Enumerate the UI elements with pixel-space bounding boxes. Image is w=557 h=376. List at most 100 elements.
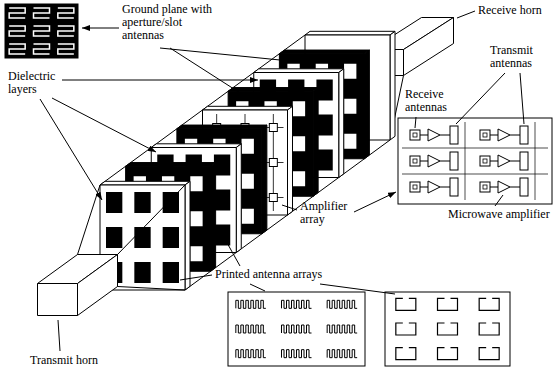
callout-label: Receive antennas xyxy=(405,88,460,114)
layer-slab-side xyxy=(262,125,267,234)
signal-line xyxy=(510,135,520,136)
layer-slab-side xyxy=(211,163,216,272)
patch-antenna xyxy=(479,323,499,335)
slot-antenna xyxy=(34,26,50,36)
patch-antenna xyxy=(316,150,332,171)
transmit-waveguide-face xyxy=(38,284,78,316)
leader-line xyxy=(456,73,505,124)
meander-antenna xyxy=(282,300,312,308)
signal-line xyxy=(420,187,428,188)
meander-antenna xyxy=(282,325,312,333)
aperture-slot xyxy=(190,176,202,191)
bias-line xyxy=(402,148,548,149)
meander-array-inset xyxy=(228,292,365,366)
transmit-antenna xyxy=(520,126,528,144)
receive-antenna xyxy=(483,133,487,137)
callout-label: Transmit horn xyxy=(30,354,98,367)
meander-antenna xyxy=(236,325,266,333)
meander-antenna xyxy=(236,350,266,358)
patch-antenna xyxy=(396,348,416,360)
leader-line xyxy=(415,117,416,128)
bias-line xyxy=(535,122,536,200)
amplifier-symbol xyxy=(428,181,440,193)
layer-slab-side xyxy=(313,88,318,197)
meander-antenna xyxy=(327,350,357,358)
aperture-slot xyxy=(242,209,254,224)
patch-array-inset xyxy=(385,292,510,366)
horn-edge xyxy=(118,287,186,291)
layer-slab-side xyxy=(236,144,241,253)
leader-line xyxy=(180,275,212,280)
slot-antenna xyxy=(58,8,74,18)
layer-slab-top xyxy=(100,181,190,185)
illustration-group xyxy=(5,4,552,366)
transmit-antenna xyxy=(520,178,528,196)
patch-antenna xyxy=(214,190,230,211)
signal-line xyxy=(510,187,520,188)
patch-antenna xyxy=(438,298,458,310)
aperture-slot xyxy=(190,246,202,261)
layer-slab-top xyxy=(279,50,369,54)
callout-label: Microwave amplifier xyxy=(448,208,550,221)
amplifier-array-inset xyxy=(398,118,552,204)
callout-label: Ground plane with aperture/slot antennas xyxy=(122,3,222,42)
leader-line xyxy=(62,80,258,81)
receive-antenna xyxy=(480,156,490,166)
meander-antenna xyxy=(282,350,312,358)
horn-edge xyxy=(118,185,186,255)
callout-label: Amplifier array xyxy=(300,200,356,226)
aperture-slot xyxy=(344,134,356,149)
signal-line xyxy=(490,135,498,136)
receive-antenna xyxy=(480,182,490,192)
transmit-antenna xyxy=(450,178,458,196)
receive-antenna xyxy=(410,182,420,192)
aperture-slot xyxy=(344,99,356,114)
patch-antenna xyxy=(163,192,179,213)
bias-line xyxy=(402,174,548,175)
slot-antenna xyxy=(9,26,25,36)
receive-antenna xyxy=(413,133,417,137)
patch-antenna xyxy=(106,227,122,248)
leader-line xyxy=(457,11,475,18)
callout-label: Dielectric layers xyxy=(8,70,70,96)
aperture-slot xyxy=(293,171,305,186)
transmit-antenna xyxy=(450,152,458,170)
receive-antenna xyxy=(413,185,417,189)
transmit-antenna xyxy=(450,126,458,144)
leader-line xyxy=(40,99,102,200)
aperture-slot xyxy=(293,136,305,151)
patch-antenna xyxy=(438,348,458,360)
signal-line xyxy=(490,187,498,188)
signal-line xyxy=(440,187,450,188)
patch-antenna xyxy=(396,323,416,335)
patch-antenna xyxy=(214,155,230,176)
receive-antenna xyxy=(483,159,487,163)
patch-antenna xyxy=(163,227,179,248)
receive-antenna xyxy=(483,185,487,189)
amplifier-symbol xyxy=(498,181,510,193)
layer-slab-top xyxy=(305,31,395,35)
callout-label: Printed antenna arrays xyxy=(215,268,322,281)
patch-antenna xyxy=(479,348,499,360)
aperture-slot xyxy=(242,139,254,154)
layer-slab-side xyxy=(185,181,190,290)
slot-antenna xyxy=(34,44,50,54)
amplifier-cell xyxy=(269,159,277,167)
receive-antenna xyxy=(410,130,420,140)
amplifier-symbol xyxy=(428,155,440,167)
patch-antenna xyxy=(106,192,122,213)
leader-line xyxy=(354,192,396,212)
leader-line xyxy=(226,241,240,266)
patch-antenna xyxy=(316,80,332,101)
signal-line xyxy=(440,135,450,136)
layer-slab-side xyxy=(339,69,344,178)
aperture-slot xyxy=(190,211,202,226)
aperture-slot xyxy=(344,64,356,79)
layer-slab-top xyxy=(151,144,241,148)
signal-line xyxy=(440,161,450,162)
patch-antenna xyxy=(479,298,499,310)
patch-antenna xyxy=(134,227,150,248)
slot-antenna xyxy=(58,44,74,54)
